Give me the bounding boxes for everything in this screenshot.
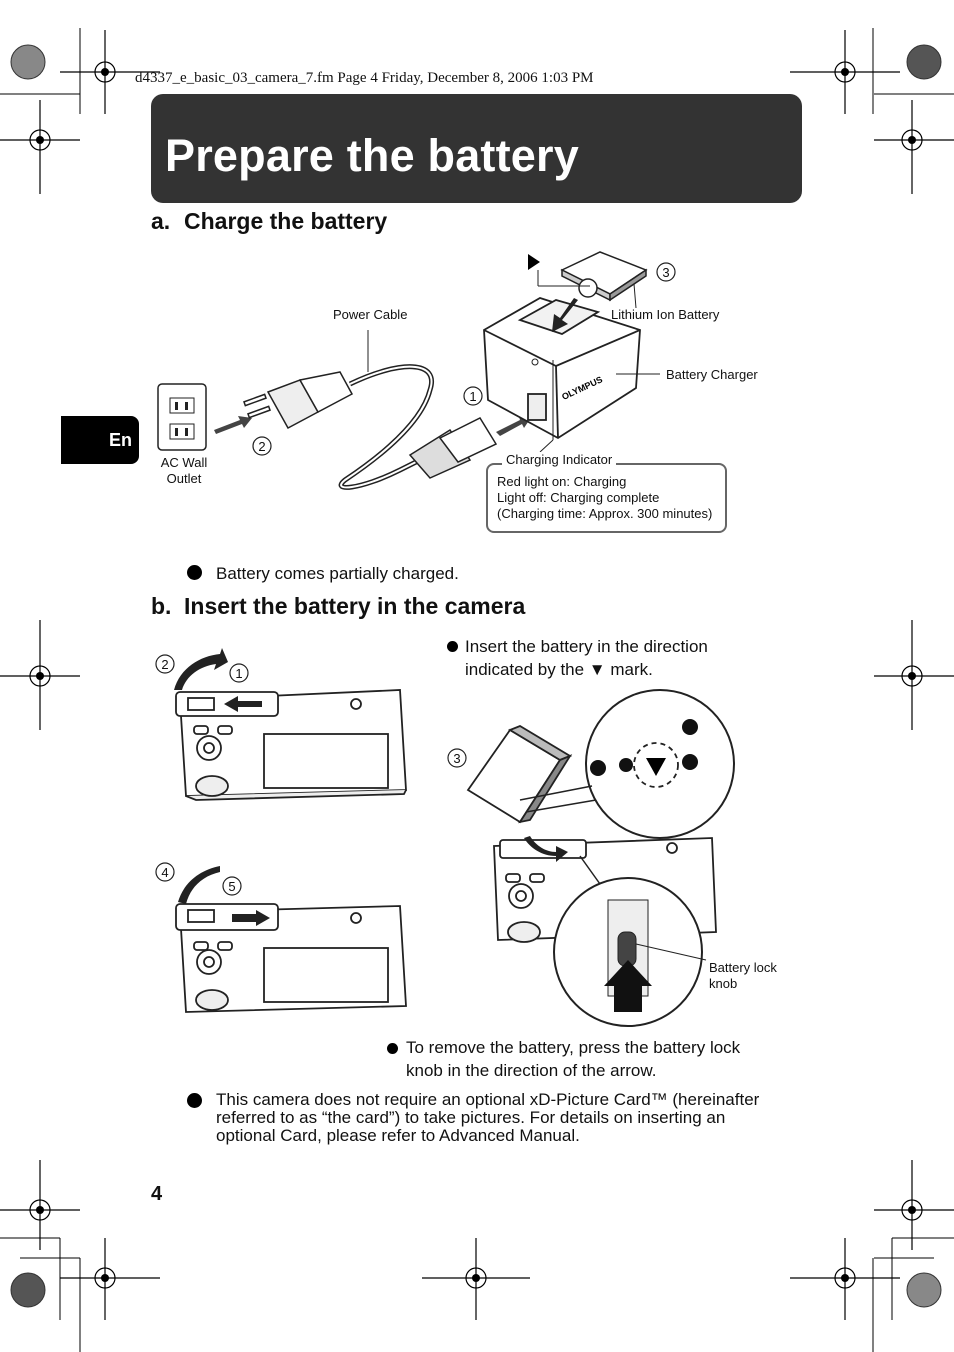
remove-instruction: To remove the battery, press the battery…	[406, 1036, 740, 1082]
insert-step-5: 5	[228, 879, 235, 894]
bullet-dot-icon	[387, 1043, 398, 1054]
ac-outlet-label-1: AC Wall	[160, 455, 208, 470]
arrow-icon	[224, 696, 262, 712]
section-a-heading: a. Charge the battery	[151, 208, 387, 235]
camera-closed-door	[175, 903, 407, 1013]
section-a-title: Charge the battery	[184, 208, 388, 234]
arrow-icon	[604, 960, 652, 1012]
section-b-heading: b. Insert the battery in the camera	[151, 593, 525, 620]
lock-knob-label-2: knob	[709, 976, 738, 991]
lithium-battery	[560, 251, 648, 302]
insert-instruction-line-2: indicated by the ▼ mark.	[465, 660, 653, 679]
charging-indicator-text: Red light on: Charging Light off: Chargi…	[497, 474, 712, 522]
bullet-dot-icon	[447, 641, 458, 652]
section-b-letter: b.	[151, 593, 172, 619]
title-bar: Prepare the battery	[151, 94, 802, 203]
page-title: Prepare the battery	[165, 130, 579, 181]
battery-charger	[483, 297, 641, 440]
registration-mark-icon	[0, 30, 954, 1320]
insert-step-3: 3	[453, 751, 460, 766]
language-tab: En	[61, 416, 139, 464]
arrow-icon	[214, 416, 252, 434]
indicator-line-3: (Charging time: Approx. 300 minutes)	[497, 506, 713, 521]
power-plug	[243, 371, 354, 430]
arrow-icon	[552, 298, 578, 332]
ac-outlet-label-2: Outlet	[166, 471, 202, 486]
battery-charger-label: Battery Charger	[666, 367, 758, 382]
section-a-letter: a.	[151, 208, 171, 234]
camera-open-door	[175, 689, 407, 801]
card-note-line-2: referred to as “the card”) to take pictu…	[216, 1108, 726, 1127]
lithium-battery-label: Lithium Ion Battery	[611, 307, 720, 322]
insert-step-2: 2	[161, 657, 168, 672]
battery-being-inserted	[466, 724, 573, 824]
charging-indicator-label: Charging Indicator	[502, 452, 617, 467]
step-3-label: 3	[662, 265, 669, 280]
card-note-line-3: optional Card, please refer to Advanced …	[216, 1126, 580, 1145]
insert-instruction: Insert the battery in the direction indi…	[465, 635, 708, 681]
starburst-mark-icon	[10, 44, 942, 1308]
arrow-icon	[524, 836, 568, 862]
step-2-label: 2	[258, 439, 265, 454]
step-1-label: 1	[469, 389, 476, 404]
print-header: d4337_e_basic_03_camera_7.fm Page 4 Frid…	[135, 70, 594, 86]
lock-knob-label-1: Battery lock	[709, 960, 777, 975]
page-number: 4	[151, 1183, 163, 1205]
indicator-line-2: Light off: Charging complete	[497, 490, 660, 505]
bullet-dot-icon	[187, 1093, 202, 1108]
partial-charge-note: Battery comes partially charged.	[216, 564, 459, 583]
insert-step-1: 1	[235, 666, 242, 681]
insert-step-4: 4	[161, 865, 168, 880]
indicator-line-1: Red light on: Charging	[497, 474, 627, 489]
arrow-icon	[174, 648, 228, 690]
remove-instruction-line-1: To remove the battery, press the battery…	[406, 1038, 741, 1057]
card-note: This camera does not require an optional…	[216, 1091, 759, 1145]
arrow-icon	[232, 910, 270, 926]
card-note-line-1: This camera does not require an optional…	[216, 1090, 760, 1109]
power-cable-label: Power Cable	[333, 307, 408, 322]
insert-instruction-line-1: Insert the battery in the direction	[465, 637, 708, 656]
section-b-title: Insert the battery in the camera	[184, 593, 526, 619]
remove-instruction-line-2: knob in the direction of the arrow.	[406, 1061, 657, 1080]
bullet-dot-icon	[187, 565, 202, 580]
arrow-icon	[178, 866, 220, 904]
